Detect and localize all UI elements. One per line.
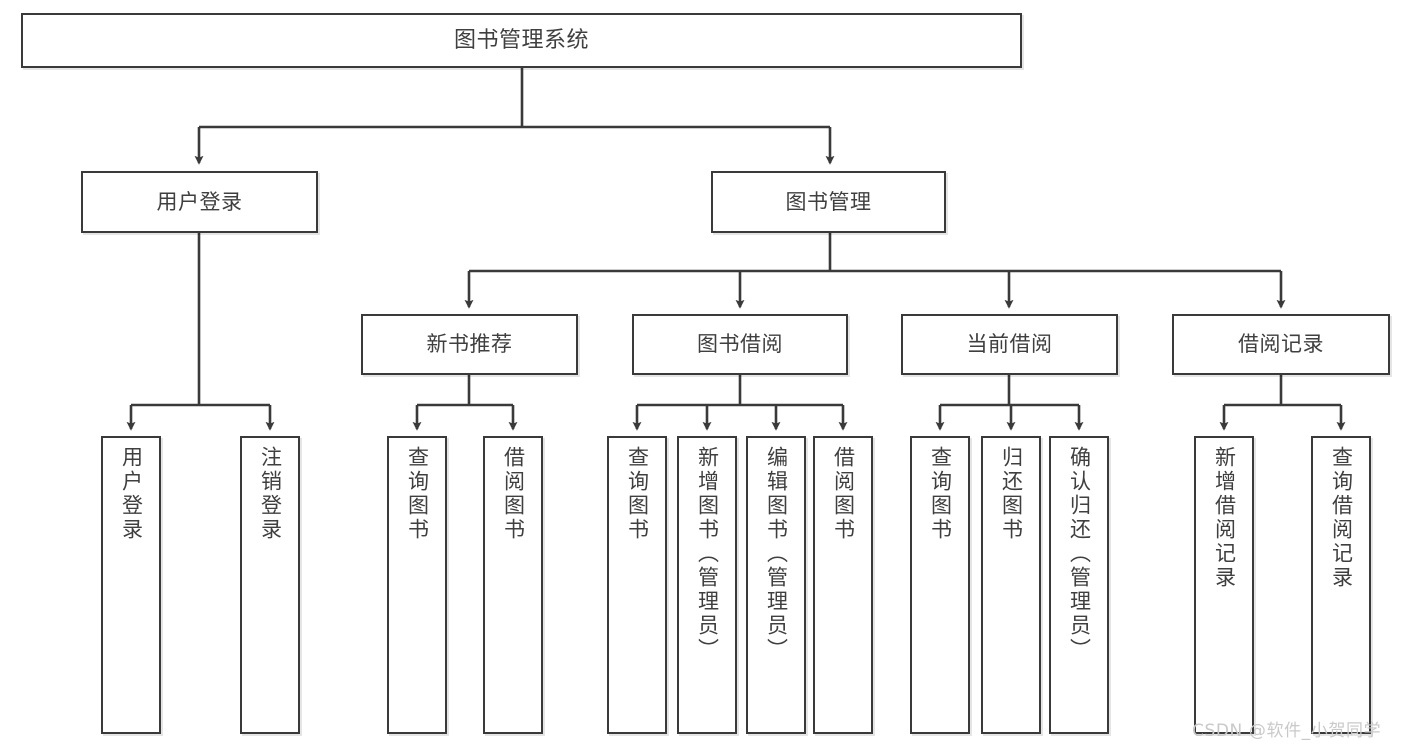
node-label: 图书借阅 xyxy=(697,332,783,357)
node-label: 归还图书 xyxy=(999,446,1024,542)
node-user-login[interactable]: 用户登录 xyxy=(81,171,318,233)
node-label: 图书管理 xyxy=(785,189,872,214)
node-label: 查询图书 xyxy=(405,446,430,542)
node-leaf-borrow-borrow-book[interactable]: 借阅图书 xyxy=(813,436,873,734)
node-label: 注销登录 xyxy=(258,446,283,542)
node-label: 借阅记录 xyxy=(1238,332,1324,357)
node-leaf-borrow-query-book[interactable]: 查询图书 xyxy=(607,436,667,734)
node-leaf-user-login-login[interactable]: 用户登录 xyxy=(101,436,161,734)
node-label: 查询图书 xyxy=(928,446,953,542)
node-label: 新增图书（管理员） xyxy=(695,446,720,662)
node-book-borrow[interactable]: 图书借阅 xyxy=(632,314,848,375)
node-book-management[interactable]: 图书管理 xyxy=(711,171,946,233)
node-label: 确认归还（管理员） xyxy=(1067,446,1092,662)
node-label: 当前借阅 xyxy=(966,332,1053,357)
node-leaf-record-add-record[interactable]: 新增借阅记录 xyxy=(1194,436,1254,734)
node-label: 查询借阅记录 xyxy=(1329,446,1354,590)
node-label: 新书推荐 xyxy=(426,332,513,357)
node-leaf-borrow-add-book[interactable]: 新增图书（管理员） xyxy=(677,436,737,734)
node-label: 编辑图书（管理员） xyxy=(764,446,789,662)
node-root-system[interactable]: 图书管理系统 xyxy=(21,13,1022,68)
node-new-book-recommend[interactable]: 新书推荐 xyxy=(361,314,578,375)
node-label: 图书管理系统 xyxy=(453,27,589,53)
node-label: 借阅图书 xyxy=(831,446,856,542)
node-label: 用户登录 xyxy=(156,189,243,214)
node-label: 查询图书 xyxy=(625,446,650,542)
node-leaf-new-book-borrow[interactable]: 借阅图书 xyxy=(483,436,543,734)
node-leaf-current-confirm-return[interactable]: 确认归还（管理员） xyxy=(1049,436,1109,734)
node-leaf-user-login-logout[interactable]: 注销登录 xyxy=(240,436,300,734)
node-borrow-record[interactable]: 借阅记录 xyxy=(1172,314,1390,375)
node-label: 借阅图书 xyxy=(501,446,526,542)
node-label: 用户登录 xyxy=(119,446,144,542)
node-leaf-new-book-query[interactable]: 查询图书 xyxy=(387,436,447,734)
node-label: 新增借阅记录 xyxy=(1212,446,1237,590)
node-leaf-current-return-book[interactable]: 归还图书 xyxy=(981,436,1041,734)
node-leaf-borrow-edit-book[interactable]: 编辑图书（管理员） xyxy=(746,436,806,734)
node-leaf-current-query-book[interactable]: 查询图书 xyxy=(910,436,970,734)
node-leaf-record-query-record[interactable]: 查询借阅记录 xyxy=(1311,436,1371,734)
node-current-borrow[interactable]: 当前借阅 xyxy=(901,314,1118,375)
